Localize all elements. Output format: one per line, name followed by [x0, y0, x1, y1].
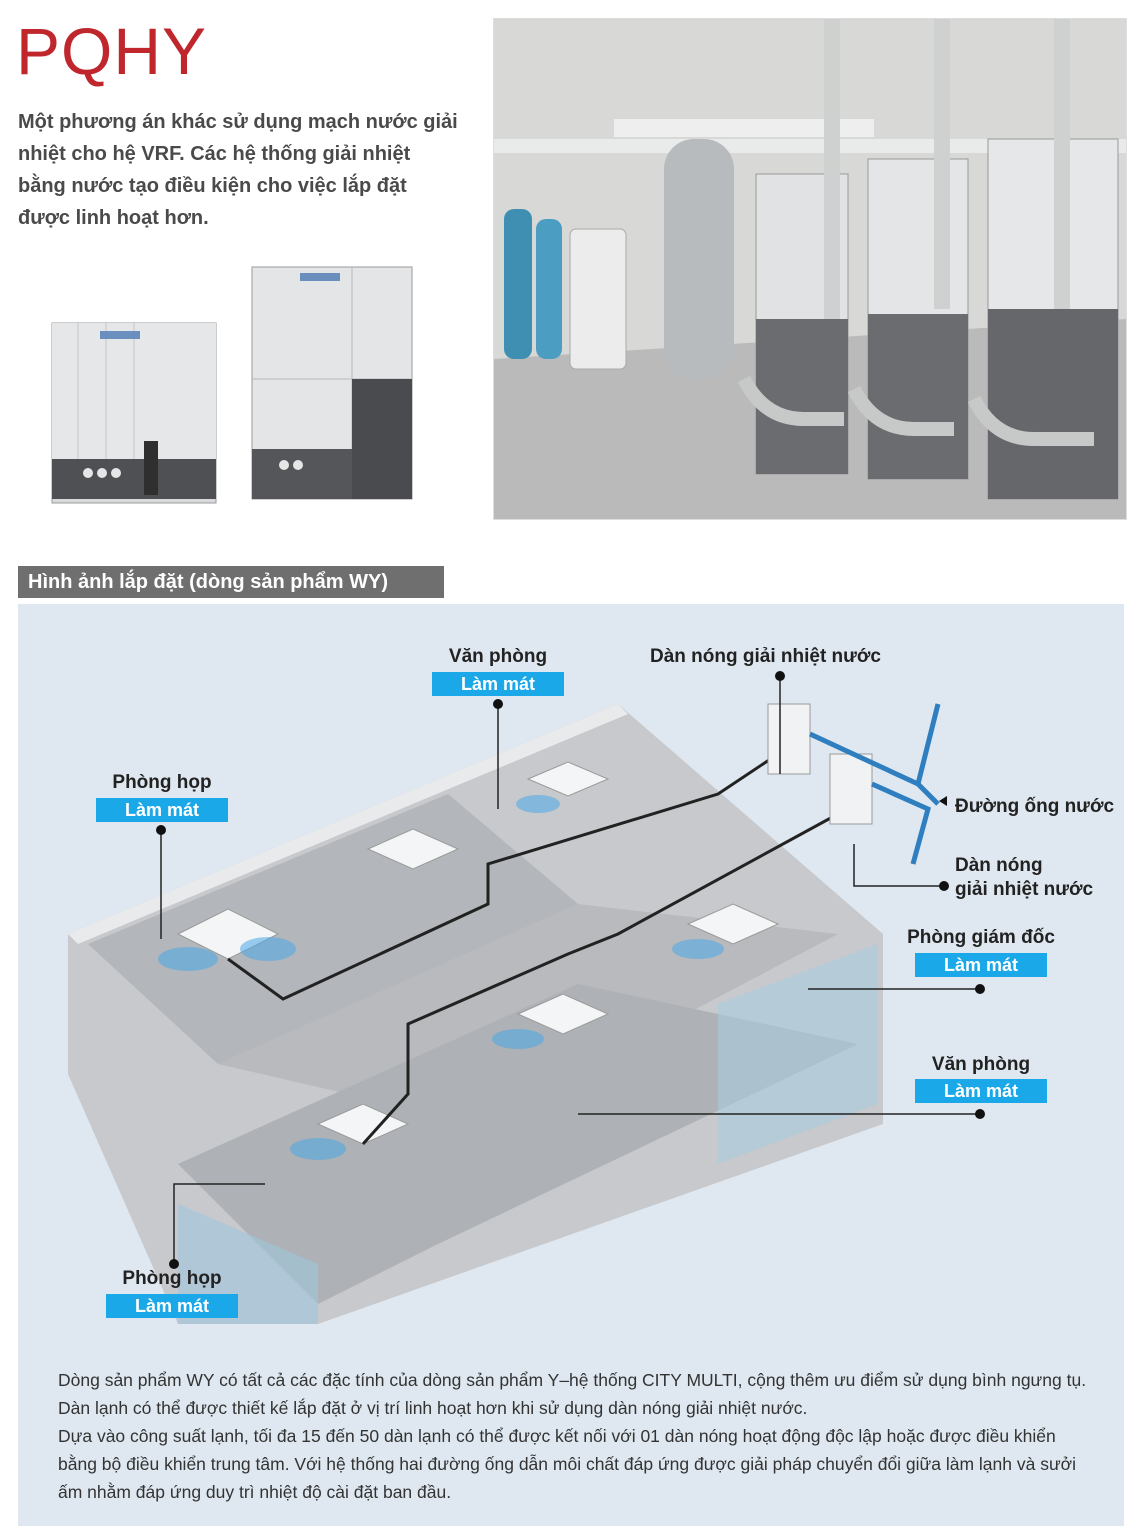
badge-lam-mat-phong-giam-doc: Làm mát [915, 953, 1047, 977]
label-phong-hop-left: Phòng họp [112, 772, 212, 793]
machine-room-photo [493, 18, 1127, 520]
label-van-phong-top: Văn phòng [448, 646, 548, 667]
label-dan-nong-right-line2: giải nhiệt nước [955, 879, 1094, 900]
label-van-phong-right: Văn phòng [931, 1054, 1031, 1075]
badge-lam-mat-van-phong-right: Làm mát [915, 1079, 1047, 1103]
product-units-image [40, 255, 430, 515]
label-phong-hop-bottom: Phòng họp [122, 1268, 222, 1289]
label-dan-nong-right: Dàn nóng giải nhiệt nước [955, 854, 1120, 902]
label-dan-nong-top: Dàn nóng giải nhiệt nước [650, 646, 881, 667]
description-text: Dòng sản phẩm WY có tất cả các đặc tính … [58, 1366, 1098, 1506]
badge-lam-mat-phong-hop-bottom: Làm mát [106, 1294, 238, 1318]
installation-diagram: Văn phòng Làm mát Dàn nóng giải nhiệt nư… [18, 604, 1124, 1526]
description-paragraph-1: Dòng sản phẩm WY có tất cả các đặc tính … [58, 1370, 1087, 1418]
floor-plan-illustration [68, 671, 985, 1324]
label-duong-ong-nuoc: Đường ống nước [955, 796, 1115, 817]
page-title: PQHY [16, 14, 208, 88]
label-phong-giam-doc: Phòng giám đốc [907, 927, 1055, 948]
description-paragraph-2: Dựa vào công suất lạnh, tối đa 15 đến 50… [58, 1426, 1077, 1502]
intro-text: Một phương án khác sử dụng mạch nước giả… [18, 111, 458, 229]
badge-lam-mat-phong-hop-left: Làm mát [96, 798, 228, 822]
badge-lam-mat-van-phong-top: Làm mát [432, 672, 564, 696]
label-dan-nong-right-line1: Dàn nóng [955, 855, 1043, 876]
section-heading: Hình ảnh lắp đặt (dòng sản phẩm WY) [18, 566, 444, 598]
